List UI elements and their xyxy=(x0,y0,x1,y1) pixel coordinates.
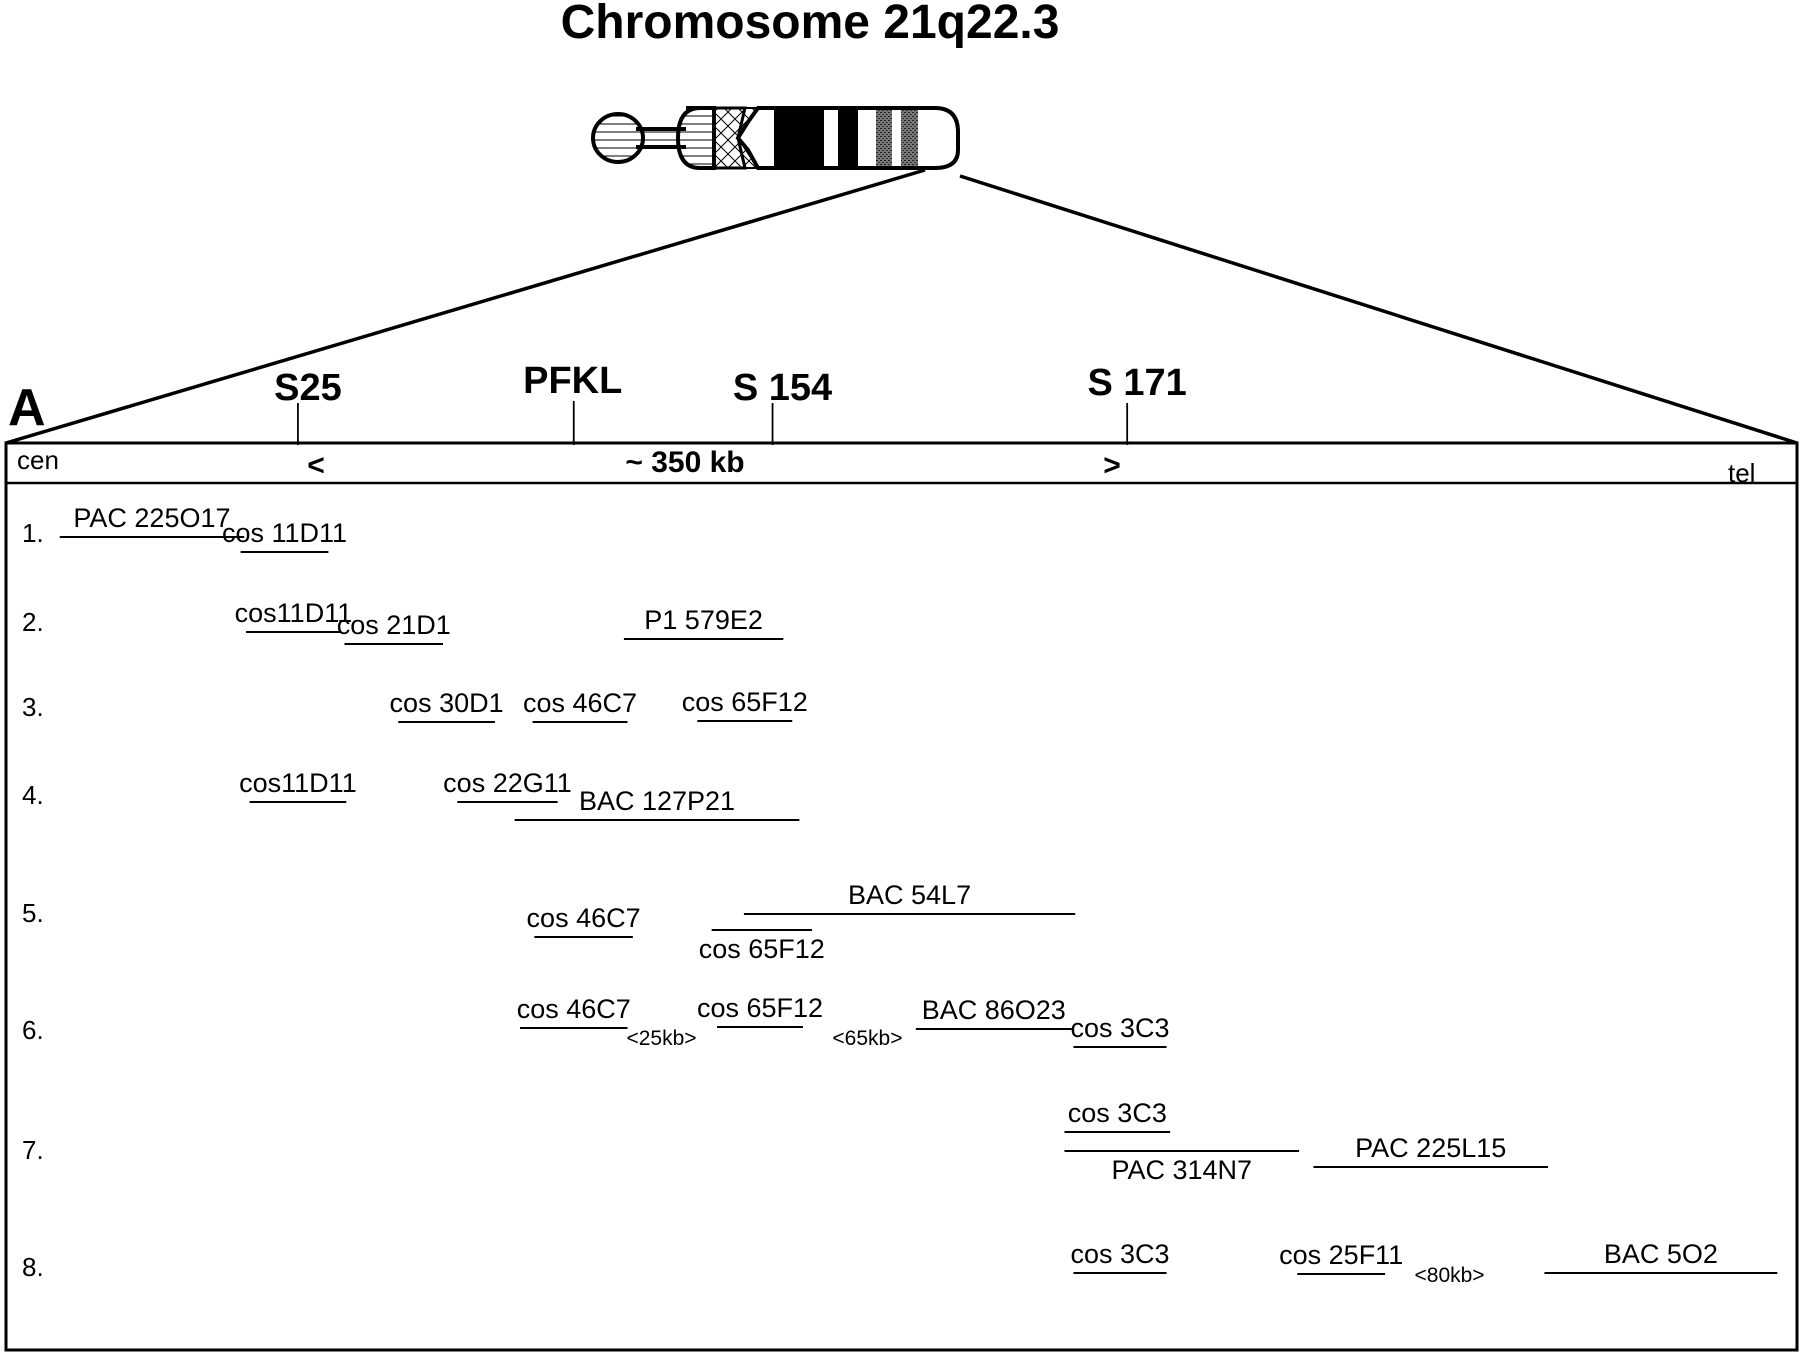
clone-label: BAC 127P21 xyxy=(579,786,735,816)
clone: BAC 54L7 xyxy=(743,880,1076,915)
chromosome-ideogram xyxy=(591,105,960,170)
marker-s154: S 154 xyxy=(733,367,832,445)
clone-label: cos 21D1 xyxy=(337,610,451,640)
clone: cos 21D1 xyxy=(337,610,451,645)
row-5: 5. cos 46C7 BAC 54L7 cos 65F12 xyxy=(22,880,1076,964)
clone: PAC 225L15 xyxy=(1313,1133,1549,1168)
clone: cos 25F11 xyxy=(1279,1240,1403,1275)
marker-group: S25 PFKL S 154 S 171 xyxy=(274,360,1187,445)
clone: PAC 314N7 xyxy=(1064,1150,1300,1185)
row-number: 1. xyxy=(22,518,44,548)
clone: cos 46C7 xyxy=(523,688,637,723)
clone: PAC 225O17 xyxy=(59,503,245,538)
clone: cos 3C3 xyxy=(1070,1239,1170,1274)
clone: cos 11D11 xyxy=(222,518,347,553)
axis-left-arrow: < xyxy=(307,449,325,482)
row-number: 8. xyxy=(22,1252,44,1282)
clone-label: BAC 54L7 xyxy=(848,880,971,910)
clone-label: cos 65F12 xyxy=(699,934,825,964)
clone: cos 3C3 xyxy=(1064,1098,1171,1133)
clone-label: cos 65F12 xyxy=(682,687,808,717)
clone: BAC 127P21 xyxy=(514,786,800,821)
clone-label: cos11D11 xyxy=(239,768,357,798)
clone-label: cos 25F11 xyxy=(1279,1240,1403,1270)
clone: P1 579E2 xyxy=(623,605,784,640)
chromosome-p-arm xyxy=(675,105,716,170)
marker-label: S25 xyxy=(274,367,342,409)
clone-label: cos 3C3 xyxy=(1070,1013,1169,1043)
axis-right-arrow: > xyxy=(1103,449,1121,482)
marker-label: S 154 xyxy=(733,367,832,409)
clone: cos11D11 xyxy=(239,768,357,803)
axis-tel-label: tel xyxy=(1728,458,1755,488)
clone-label: cos 46C7 xyxy=(523,688,637,718)
band-gray-2 xyxy=(901,110,918,166)
gap-size-label: <65kb> xyxy=(832,1027,902,1050)
clone-label: cos 11D11 xyxy=(222,518,347,548)
row-number: 3. xyxy=(22,692,44,722)
clone: cos 22G11 xyxy=(443,768,572,803)
clone: cos 65F12 xyxy=(682,687,808,722)
diagram-title: Chromosome 21q22.3 xyxy=(561,0,1060,49)
clone: cos 46C7 xyxy=(527,903,641,938)
clone: cos 65F12 xyxy=(699,929,825,964)
zoom-line-left xyxy=(5,168,926,445)
clone: cos11D11 xyxy=(235,598,353,633)
panel-label: A xyxy=(8,379,46,437)
clone-label: cos 3C3 xyxy=(1068,1098,1167,1128)
clone-label: PAC 225O17 xyxy=(73,503,230,533)
clone: cos 46C7 xyxy=(517,994,631,1029)
marker-label: S 171 xyxy=(1088,362,1187,404)
clone: BAC 86O23 xyxy=(915,995,1072,1030)
clone-label: cos 65F12 xyxy=(697,993,823,1023)
clone-label: cos 46C7 xyxy=(517,994,631,1024)
clone-label: BAC 86O23 xyxy=(922,995,1066,1025)
clone-label: cos11D11 xyxy=(235,598,353,628)
clone-label: cos 3C3 xyxy=(1070,1239,1169,1269)
axis-cen-label: cen xyxy=(17,445,59,475)
band-dark-2 xyxy=(838,110,858,166)
map-frame xyxy=(4,441,1799,1352)
clone-label: PAC 314N7 xyxy=(1112,1155,1253,1185)
zoom-line-right xyxy=(959,174,1798,445)
band-dark-1 xyxy=(774,110,824,166)
marker-s25: S25 xyxy=(274,367,342,445)
row-number: 4. xyxy=(22,780,44,810)
row-number: 6. xyxy=(22,1015,44,1045)
axis-span-label: ~ 350 kb xyxy=(625,446,744,479)
clone-label: cos 22G11 xyxy=(443,768,572,798)
clone-label: P1 579E2 xyxy=(644,605,763,635)
marker-label: PFKL xyxy=(523,360,622,402)
clone-label: BAC 5O2 xyxy=(1604,1239,1718,1269)
row-number: 7. xyxy=(22,1135,44,1165)
row-number: 2. xyxy=(22,607,44,637)
clone: BAC 5O2 xyxy=(1544,1239,1778,1274)
band-gray-1 xyxy=(876,110,892,166)
clone-label: cos 46C7 xyxy=(527,903,641,933)
chromosome-satellite xyxy=(591,112,686,164)
row-3: 3. cos 30D1 cos 46C7 cos 65F12 xyxy=(22,687,808,723)
clone: cos 30D1 xyxy=(390,688,504,723)
clone-label: PAC 225L15 xyxy=(1355,1133,1506,1163)
gap-size-label: <25kb> xyxy=(626,1027,696,1050)
gap-size-label: <80kb> xyxy=(1415,1264,1485,1287)
clone-label: cos 30D1 xyxy=(390,688,504,718)
marker-s171: S 171 xyxy=(1088,362,1187,445)
row-number: 5. xyxy=(22,898,44,928)
marker-pfkl: PFKL xyxy=(523,360,622,445)
clone: cos 3C3 xyxy=(1070,1013,1170,1048)
row-8: 8. cos 3C3 cos 25F11 BAC 5O2 <80kb> xyxy=(22,1239,1778,1287)
clone: cos 65F12 xyxy=(697,993,823,1028)
